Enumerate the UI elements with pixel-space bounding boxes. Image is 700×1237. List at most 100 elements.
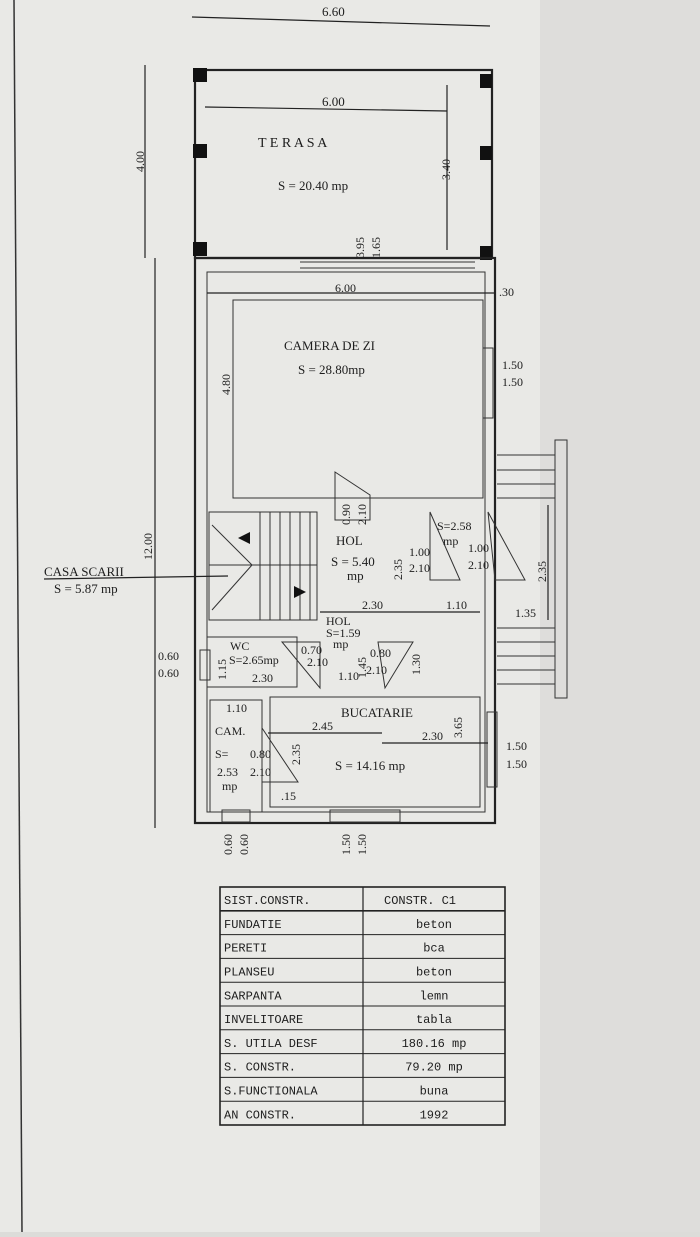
dim-bottom-win1-b: 0.60 xyxy=(237,834,251,855)
dim-hol-depth: 2.35 xyxy=(391,559,405,580)
dim-hol-door-a: 0.90 xyxy=(339,504,353,525)
dim-bottom-win2-a: 1.50 xyxy=(339,834,353,855)
dim-bottom-win2-b: 1.50 xyxy=(355,834,369,855)
room-area-cam: 2.53 xyxy=(217,765,238,779)
dim-hol-door-b: 2.10 xyxy=(355,504,369,525)
table-cell-value: 79.20 mp xyxy=(405,1061,463,1075)
dim-wc-width: 2.30 xyxy=(252,671,273,685)
dim-cam-door-a: 0.80 xyxy=(250,747,271,761)
dim-living-wall: .30 xyxy=(499,285,514,299)
table-header-system: SIST.CONSTR. xyxy=(224,894,310,908)
table-row: SARPANTA lemn xyxy=(224,989,448,1003)
room-labels: CAMERA DE ZI S = 28.80mp HOL S = 5.40 mp… xyxy=(43,338,471,793)
table-cell-label: SARPANTA xyxy=(224,989,282,1003)
dim-cam-width: 1.10 xyxy=(226,701,247,715)
dim-hol-door2-b: 2.10 xyxy=(409,561,430,575)
dim-hol2-door-a: 0.80 xyxy=(370,646,391,660)
margin-line xyxy=(13,0,23,1233)
dim-kitchen-win-b: 1.50 xyxy=(506,757,527,771)
table-cell-label: S. UTILA DESF xyxy=(224,1037,318,1051)
dim-small-door-a: 1.00 xyxy=(468,541,489,555)
room-name-hol: HOL xyxy=(336,533,363,548)
dim-wc-door-b: 2.10 xyxy=(307,655,328,669)
terrace-depth-left: 4.00 xyxy=(133,151,147,172)
dim-bottom-win1-a: 0.60 xyxy=(221,834,235,855)
dim-living-window-b: 1.50 xyxy=(502,375,523,389)
house-walls xyxy=(193,256,526,825)
table-row: AN CONSTR.1992 xyxy=(224,1108,448,1122)
overall-width-label: 6.60 xyxy=(322,4,345,19)
room-area-hol: S = 5.40 xyxy=(331,554,375,569)
table-cell-label: PERETI xyxy=(224,942,267,956)
room-unit-small: mp xyxy=(443,534,458,548)
table-cell-value: tabla xyxy=(416,1013,452,1027)
room-area-casa-scarii: S = 5.87 mp xyxy=(54,581,118,596)
table-cell-value: beton xyxy=(416,966,452,980)
dim-kitchen-depth-b: 3.65 xyxy=(451,717,465,738)
dim-kitchen-win-a: 1.50 xyxy=(506,739,527,753)
dim-left-win-b: 0.60 xyxy=(158,666,179,680)
dim-hol2-depth: 1.45 xyxy=(355,657,369,678)
table-header-construction: CONSTR. C1 xyxy=(384,894,456,908)
room-area-terasa: S = 20.40 mp xyxy=(278,178,348,193)
room-unit-hol: mp xyxy=(347,568,364,583)
table-row: INVELITOARE tabla xyxy=(224,1013,452,1027)
room-area-cam-prefix: S= xyxy=(215,747,229,761)
room-area-bucatarie: S = 14.16 mp xyxy=(335,758,405,773)
table-cell-value: buna xyxy=(420,1085,449,1099)
room-area-wc: S=2.65mp xyxy=(229,653,279,667)
table-cell-label: FUNDATIE xyxy=(224,918,282,932)
dim-living-width: 6.00 xyxy=(335,281,356,295)
table-cell-label: S. CONSTR. xyxy=(224,1061,296,1075)
room-unit-hol2: mp xyxy=(333,637,348,651)
table-row: S. UTILA DESF 180.16 mp xyxy=(224,1037,466,1051)
dim-small-width: 1.10 xyxy=(446,598,467,612)
paper-edge xyxy=(540,0,700,1232)
table-cell-value: lemn xyxy=(420,989,449,1003)
table-row: S. CONSTR. 79.20 mp xyxy=(224,1061,463,1075)
table-cell-value: 180.16 mp xyxy=(402,1037,467,1051)
terrace-door-a: 3.95 xyxy=(353,237,367,258)
dim-kitchen-depth-a: 2.35 xyxy=(289,744,303,765)
dim-stair-depth: 2.35 xyxy=(535,561,549,582)
dim-hol2-width: 1.10 xyxy=(338,669,359,683)
table-cell-label: PLANSEU xyxy=(224,966,274,980)
room-area-small: S=2.58 xyxy=(437,519,471,533)
terrace-width-label: 6.00 xyxy=(322,94,345,109)
room-area-hol2: S=1.59 xyxy=(326,626,360,640)
overall-width-line xyxy=(191,16,491,27)
dim-cam-door-b: 2.10 xyxy=(250,765,271,779)
table-cell-label: S.FUNCTIONALA xyxy=(224,1085,318,1099)
dim-living-window-a: 1.50 xyxy=(502,358,523,372)
table-cell-value: 1992 xyxy=(420,1108,449,1122)
dim-wc-door-a: 0.70 xyxy=(301,643,322,657)
dim-small-door-b: 2.10 xyxy=(468,558,489,572)
table-row: PLANSEU beton xyxy=(224,966,452,980)
total-depth-label: 12.00 xyxy=(141,533,155,560)
table-row: FUNDATIE beton xyxy=(224,918,452,932)
dim-kitchen-top: 1.30 xyxy=(409,654,423,675)
dim-left-win-a: 0.60 xyxy=(158,649,179,663)
table-row: S.FUNCTIONALA buna xyxy=(224,1085,448,1099)
room-area-camera-de-zi: S = 28.80mp xyxy=(298,362,365,377)
dim-hol-door2-a: 1.00 xyxy=(409,545,430,559)
room-name-bucatarie: BUCATARIE xyxy=(341,705,413,720)
dim-hol-width: 2.30 xyxy=(362,598,383,612)
exterior-stairs xyxy=(497,439,568,699)
room-name-wc: WC xyxy=(230,639,249,653)
room-unit-cam: mp xyxy=(222,779,237,793)
room-name-hol2: HOL xyxy=(326,614,351,628)
table-cell-value: bca xyxy=(423,942,445,956)
dim-kitchen-w1: 2.45 xyxy=(312,719,333,733)
dim-wc-height: 1.15 xyxy=(215,659,229,680)
dim-cam-wall: .15 xyxy=(281,789,296,803)
table-row: PERETI bca xyxy=(224,942,445,956)
table-cell-label: INVELITOARE xyxy=(224,1013,303,1027)
table-cell-value: beton xyxy=(416,918,452,932)
room-name-cam: CAM. xyxy=(215,724,245,738)
terrace-depth-right: 3.40 xyxy=(439,159,453,180)
room-name-casa-scarii: CASA SCARII xyxy=(44,564,124,579)
